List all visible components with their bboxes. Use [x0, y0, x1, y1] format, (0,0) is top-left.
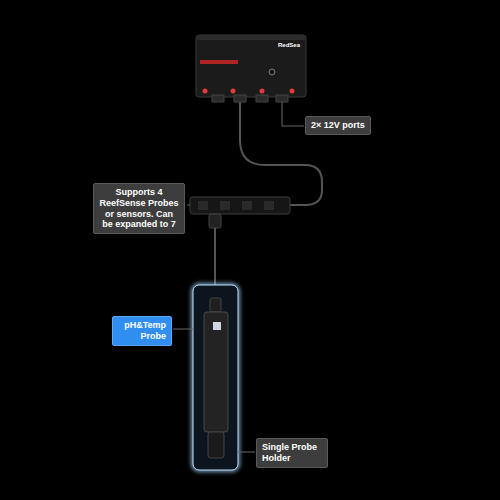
- probe-cap: [210, 298, 221, 312]
- callout-text: 2× 12V ports: [311, 120, 365, 131]
- sensor-hub: [190, 197, 290, 214]
- leader-line: [238, 452, 255, 453]
- leader-line: [282, 102, 304, 126]
- callout-box: Single Probe Holder: [256, 438, 328, 468]
- holder-icon: [213, 322, 221, 330]
- controller-button: [269, 69, 275, 75]
- port: [256, 95, 268, 102]
- brand-logo: RedSea: [278, 42, 300, 48]
- hub-port: [264, 201, 274, 210]
- status-led: [231, 89, 236, 94]
- port: [234, 95, 246, 102]
- hub-port: [198, 201, 208, 210]
- callout-box: 2× 12V ports: [305, 116, 371, 135]
- status-led: [290, 89, 295, 94]
- leader-line: [173, 329, 193, 330]
- controller-badge: [200, 60, 238, 64]
- callout-box: pH&Temp Probe: [112, 316, 172, 346]
- port: [276, 95, 288, 102]
- hub-port: [242, 201, 252, 210]
- port: [212, 95, 224, 102]
- callout-text: Supports 4 ReefSense Probes or sensors. …: [99, 187, 179, 230]
- probe-holder: [204, 312, 228, 432]
- controller-body: [196, 35, 306, 97]
- callout-text: pH&Temp Probe: [118, 320, 166, 342]
- cable-plug: [209, 214, 221, 228]
- highlight-glow: [193, 285, 238, 470]
- hub-port: [220, 201, 230, 210]
- highlight-frame: [193, 285, 238, 470]
- controller-top: [196, 35, 306, 40]
- callout-text: Single Probe Holder: [262, 442, 322, 464]
- callout-box: Supports 4 ReefSense Probes or sensors. …: [93, 183, 185, 234]
- status-led: [203, 89, 208, 94]
- leader-line: [187, 205, 190, 206]
- status-led: [260, 89, 265, 94]
- probe-tip: [208, 432, 224, 458]
